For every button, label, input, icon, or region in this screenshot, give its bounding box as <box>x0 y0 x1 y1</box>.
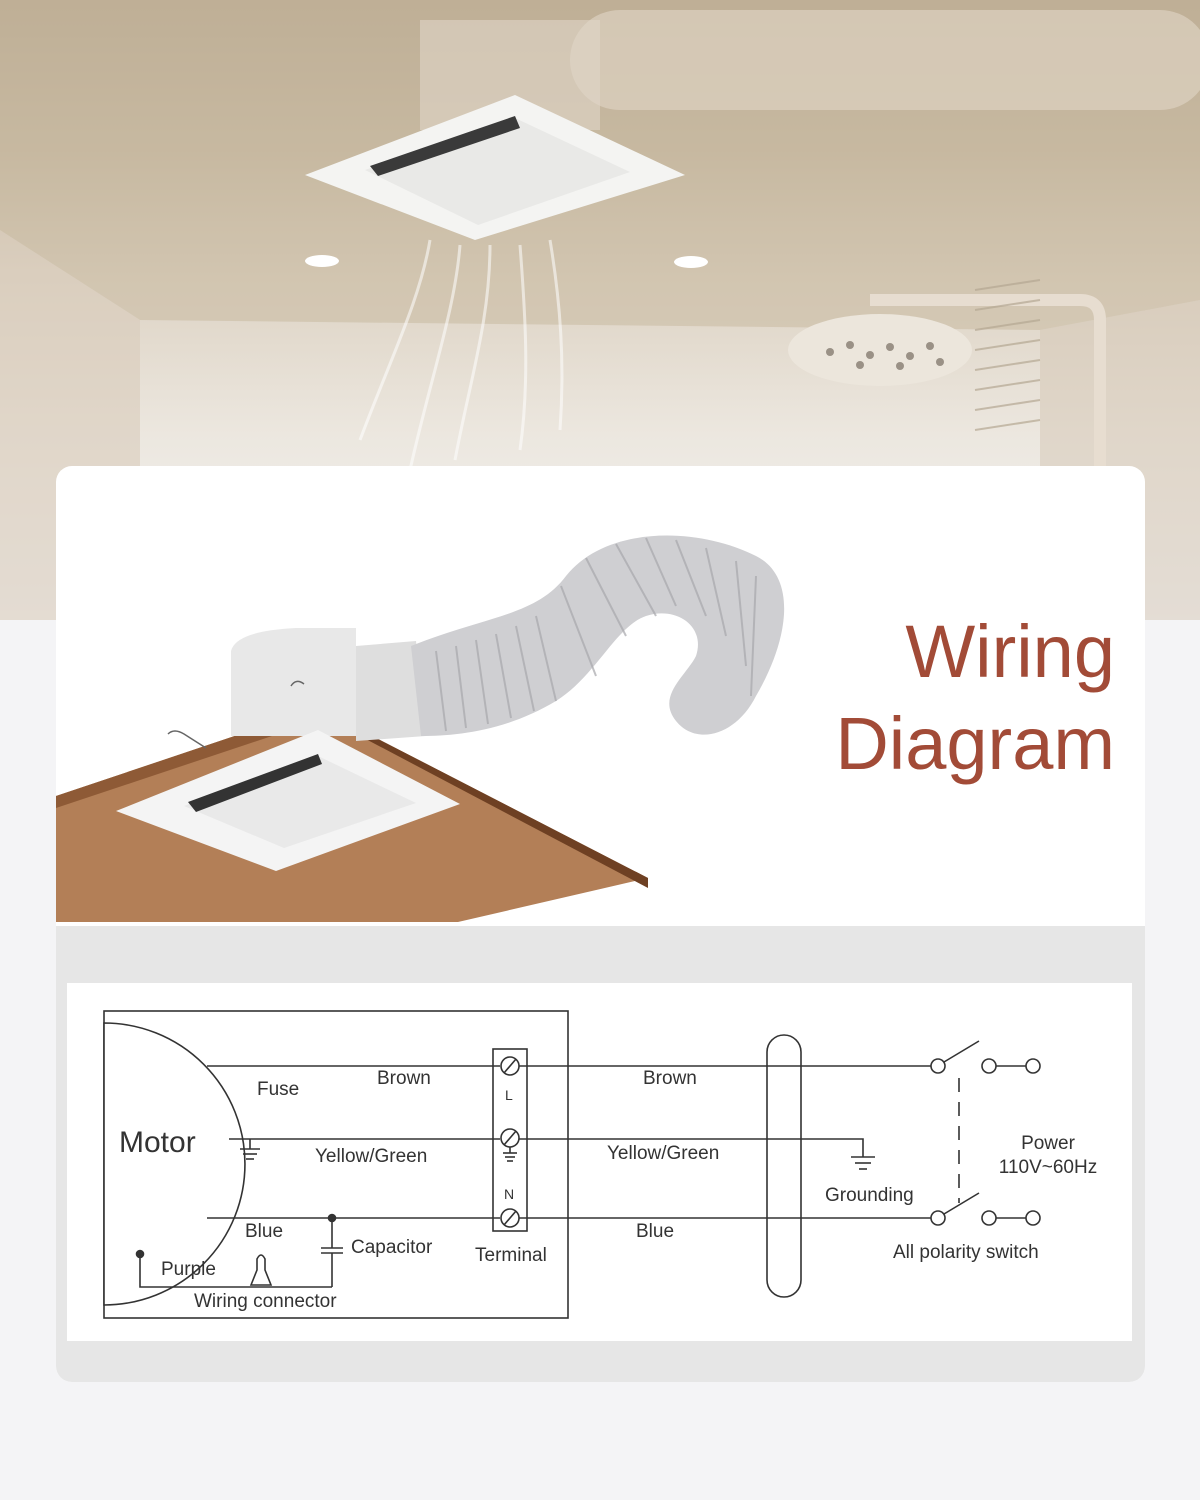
fan-duct-image: Wiring Diagram <box>56 466 1145 922</box>
terminal-label: Terminal <box>475 1245 547 1266</box>
yellow-green-outer-label: Yellow/Green <box>607 1143 720 1164</box>
power-label-line2: 110V~60Hz <box>998 1157 1098 1178</box>
wiring-diagram-section: Motor Fuse Brown Yellow/Green Blue Capac… <box>56 926 1145 1382</box>
switch-top <box>930 1040 1041 1074</box>
bathroom-hero-image <box>0 0 1200 620</box>
wiring-diagram: Motor Fuse Brown Yellow/Green Blue Capac… <box>67 983 1132 1341</box>
switch-bottom <box>930 1192 1041 1226</box>
terminal-n-label: N <box>504 1186 515 1202</box>
blue-inner-label: Blue <box>245 1221 284 1242</box>
grounding-symbol <box>851 1156 875 1170</box>
yellow-green-wire-outer <box>519 1138 864 1157</box>
terminal-n-screw <box>500 1208 520 1228</box>
blue-outer-label: Blue <box>636 1221 675 1242</box>
fuse-label: Fuse <box>257 1079 300 1100</box>
motor-ground-symbol <box>240 1139 260 1160</box>
title-line-1: Wiring <box>905 610 1115 693</box>
terminal-ground-screw <box>500 1128 520 1162</box>
motor-symbol <box>103 1022 246 1306</box>
cable-bundle <box>766 1034 802 1298</box>
page-title: Wiring Diagram <box>835 606 1115 790</box>
capacitor-label: Capacitor <box>351 1237 433 1258</box>
title-line-2: Diagram <box>835 702 1115 785</box>
power-label-line1: Power <box>1021 1133 1075 1154</box>
terminal-block <box>492 1048 528 1232</box>
purple-label: Purple <box>161 1259 216 1280</box>
brown-outer-label: Brown <box>643 1068 697 1089</box>
brown-inner-label: Brown <box>377 1068 431 1089</box>
product-card: Wiring Diagram <box>56 466 1145 1382</box>
grounding-label: Grounding <box>825 1185 914 1206</box>
wiring-connector-label: Wiring connector <box>194 1291 337 1312</box>
yellow-green-inner-label: Yellow/Green <box>315 1146 428 1167</box>
purple-wire <box>139 1254 332 1288</box>
capacitor-symbol <box>321 1247 343 1254</box>
terminal-l-label: L <box>505 1087 513 1103</box>
motor-label: Motor <box>119 1126 196 1159</box>
terminal-l-screw <box>500 1056 520 1076</box>
switch-label: All polarity switch <box>893 1242 1039 1263</box>
wiring-connector-symbol <box>249 1254 273 1286</box>
